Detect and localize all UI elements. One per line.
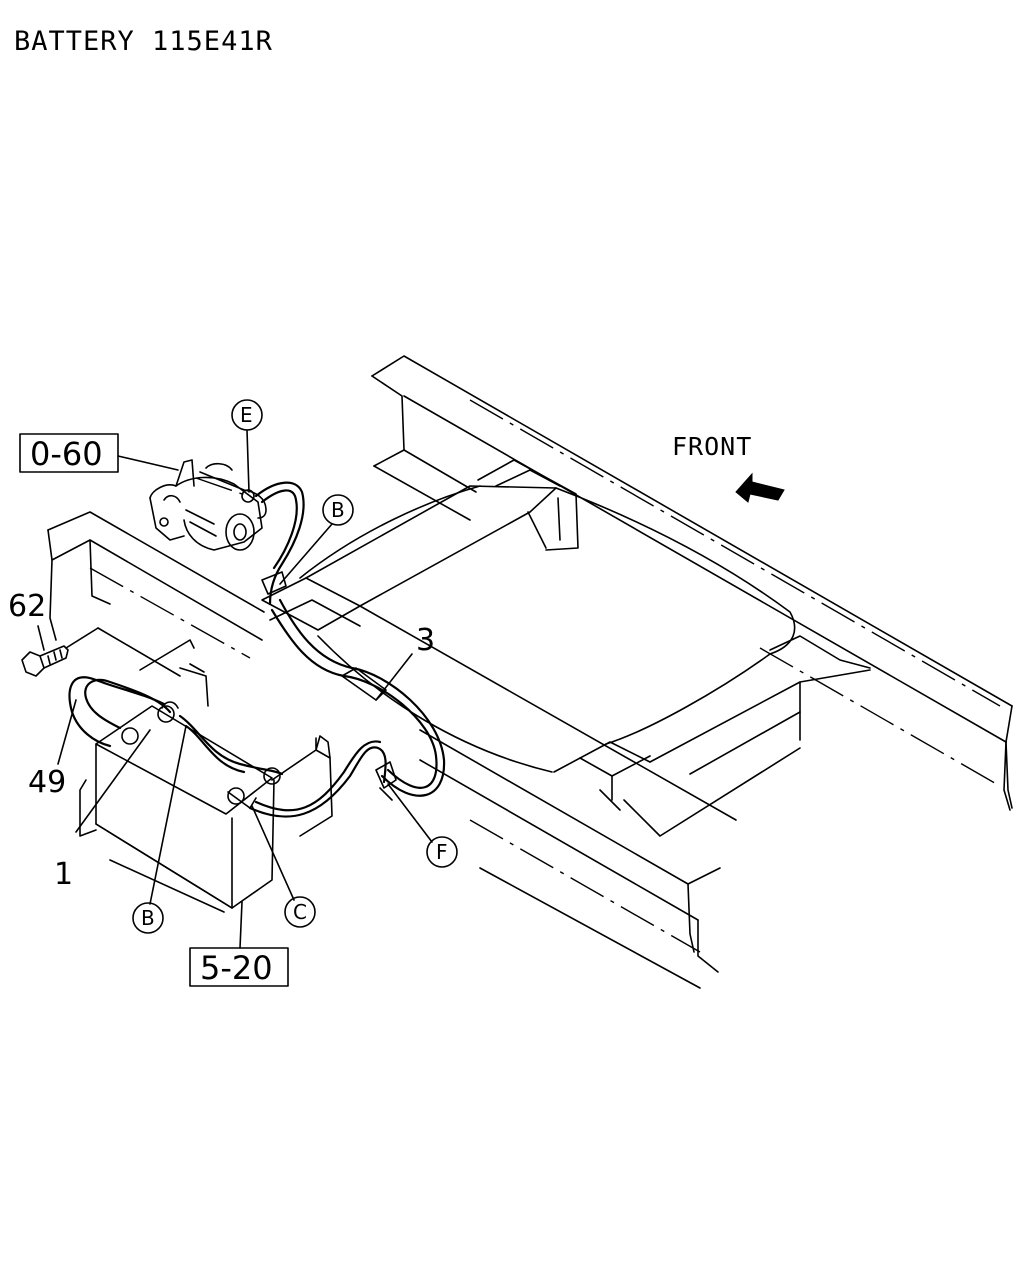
svg-text:E: E — [240, 403, 253, 427]
ref-box-battery-text: 5-20 — [200, 949, 273, 987]
circle-ref-battery-terminal: C — [284, 896, 316, 928]
part-number-cable-positive: 1 — [54, 857, 73, 892]
front-label: FRONT — [672, 432, 752, 461]
part-number-cable-short: 49 — [28, 765, 66, 800]
rear-frame-rail — [371, 355, 1013, 811]
diagram-title: BATTERY 115E41R — [14, 26, 273, 57]
mounting-bolt — [21, 627, 195, 677]
part-number-cable-long: 3 — [416, 623, 435, 658]
part-number-bolt: 62 — [8, 589, 46, 624]
front-arrow-icon — [735, 472, 785, 503]
leader-lines — [37, 429, 433, 949]
svg-text:F: F — [436, 840, 448, 864]
ref-box-starter: 0-60 — [19, 433, 119, 473]
circle-ref-cable-end: F — [426, 836, 458, 868]
svg-text:C: C — [293, 900, 307, 924]
svg-text:B: B — [331, 498, 345, 522]
ref-box-starter-text: 0-60 — [30, 435, 103, 473]
circle-ref-starter-terminal: E — [231, 399, 263, 431]
front-direction-indicator: FRONT — [672, 432, 785, 503]
circle-ref-battery-clip: B — [132, 902, 164, 934]
battery-unit — [79, 663, 333, 913]
svg-text:B: B — [141, 906, 155, 930]
front-frame-rail — [47, 511, 721, 989]
cables — [68, 481, 446, 818]
starter-motor — [149, 459, 267, 551]
crossmembers — [261, 459, 871, 837]
ref-box-battery: 5-20 — [189, 947, 289, 987]
circle-ref-frame-clip: B — [322, 494, 354, 526]
